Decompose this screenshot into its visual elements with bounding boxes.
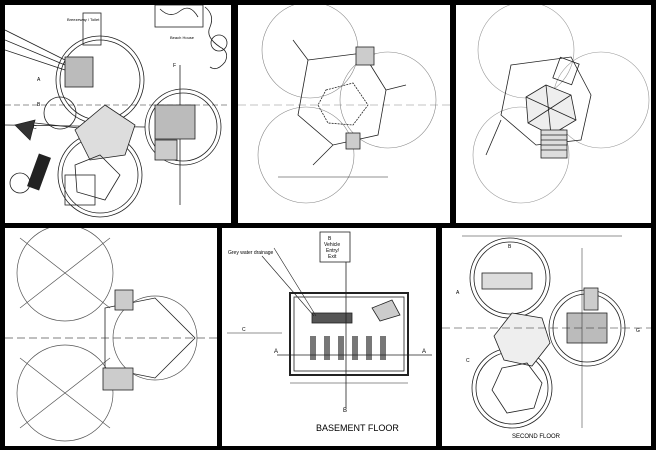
entry-label-vehicle: Vehicle — [324, 242, 341, 248]
section-marker-c: C — [242, 327, 246, 333]
first-floor-drawing — [5, 228, 217, 442]
room-label: Breezeway / Toilet — [67, 17, 100, 22]
entry-label-entry: Entry/ — [326, 248, 340, 254]
panel-roof-plan — [456, 5, 651, 223]
grid-marker-b: B — [37, 102, 41, 108]
panel-basement-floor: B Vehicle Entry/ Exit Grey water drainag… — [222, 228, 436, 446]
grid-marker-a: A — [37, 77, 41, 83]
grid-marker-a: A — [456, 290, 460, 296]
basement-caption: BASEMENT FLOOR — [316, 423, 399, 433]
section-marker-a-right: A — [422, 349, 427, 355]
basement-floor-drawing — [227, 231, 432, 408]
grid-marker-f: F — [173, 63, 177, 69]
section-marker-a-left: A — [274, 349, 279, 355]
grid-marker-c: C — [466, 358, 470, 364]
entry-label-exit: Exit — [328, 254, 337, 260]
entry-label-b: B — [328, 236, 332, 242]
outline-plan-drawing — [238, 5, 450, 204]
roof-plan-drawing — [472, 5, 650, 204]
panel-ground-floor-plan: Breezeway / Toilet Beach House A B C F — [5, 5, 231, 223]
second-floor-drawing — [442, 235, 651, 429]
grid-marker-c: C — [33, 125, 37, 131]
section-marker-b: B — [343, 408, 348, 414]
panel-outline-plan — [238, 5, 450, 223]
grid-marker-g: G — [636, 328, 640, 334]
second-floor-caption: SECOND FLOOR — [512, 434, 561, 440]
panel-second-floor: B A C G SECOND FLOOR — [442, 228, 651, 446]
grid-marker-b: B — [508, 244, 512, 250]
ground-floor-drawing — [5, 5, 230, 218]
site-note: Beach House — [170, 35, 195, 40]
panel-first-floor-plan — [5, 228, 217, 446]
drainage-note: Grey water drainage — [228, 250, 274, 256]
